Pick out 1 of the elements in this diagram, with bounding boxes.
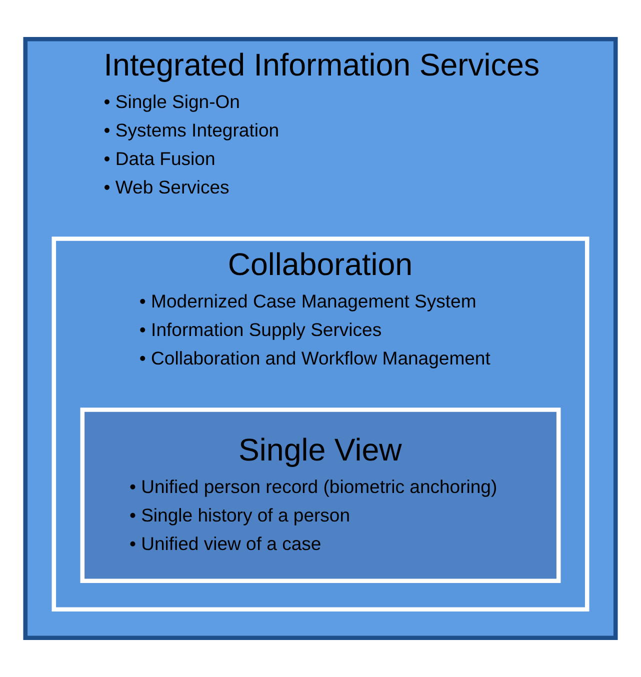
node-box: Single View • Unified person record (biometric anchoring) • Single history of a person • Unified view of a case bbox=[80, 408, 561, 583]
